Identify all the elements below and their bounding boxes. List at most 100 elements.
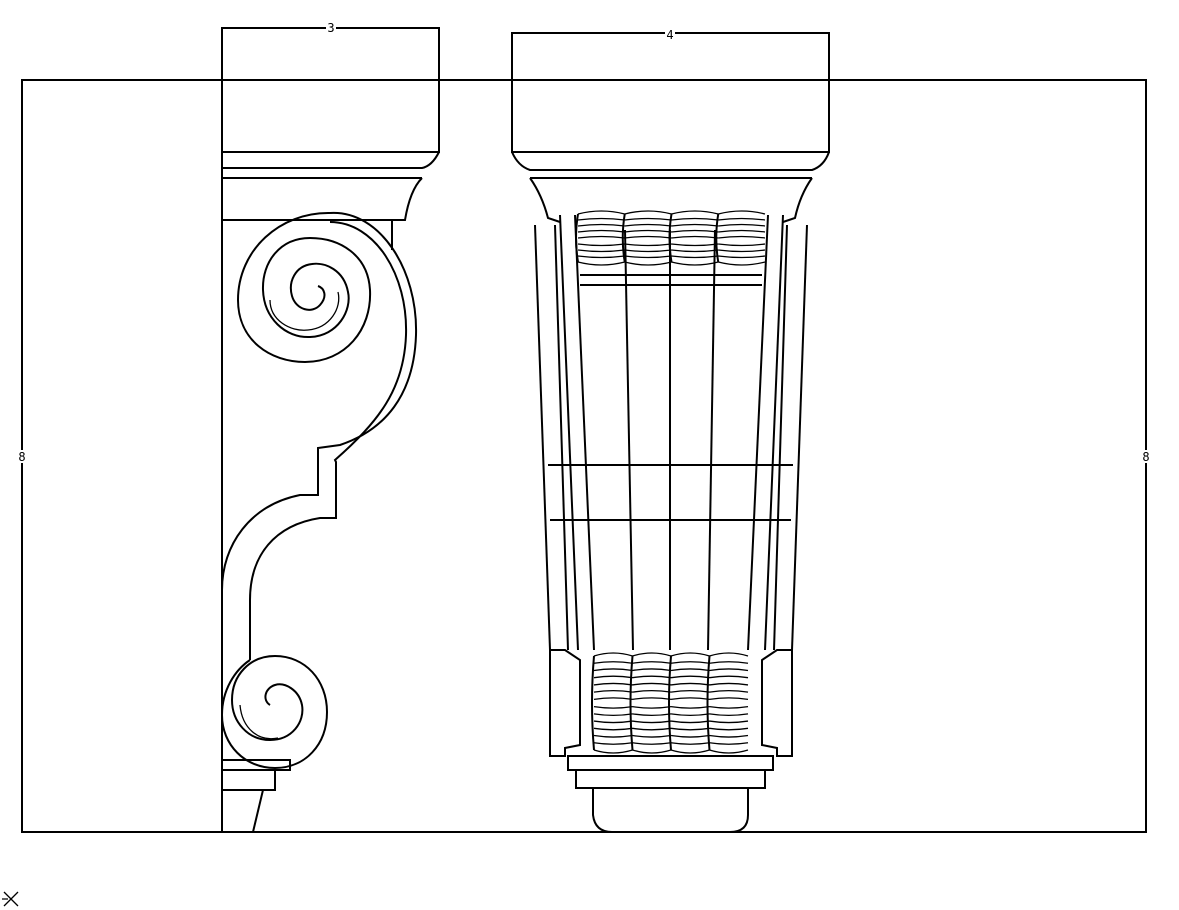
bead-line [718,223,766,227]
bead-line [671,229,719,233]
bead-line [709,727,749,731]
bead-line [624,229,672,233]
bead-line [593,697,633,701]
bead-line [670,682,710,686]
bead-line [624,235,672,239]
bead-line [624,223,672,227]
bead-line [632,720,672,724]
bead-line [709,742,749,745]
bead-line [671,249,719,253]
top-bead-row [575,210,766,266]
bead-line [593,690,633,693]
bead-line [632,742,672,745]
dimension-label-height-right: 8 [1142,450,1149,464]
bead-line [593,713,633,716]
bead-line [670,675,710,679]
dimension-label-front-width: 4 [666,28,673,42]
bead-line [624,255,672,259]
bead-line [709,675,749,679]
bead-line [632,690,672,693]
bead-line [718,261,766,266]
bead-line [709,713,749,716]
side-profile-view [220,27,440,833]
bead-edge [591,655,595,751]
bead-edge [629,655,634,751]
bead-line [577,223,625,227]
bead-line [632,727,672,731]
bead-line [632,682,672,686]
dimension-label-side-width: 3 [327,21,334,35]
dimension-label-height-left: 8 [18,450,25,464]
bead-line [670,749,710,754]
bounding-frame [21,79,1147,833]
bead-line [577,229,625,233]
bead-line [593,668,633,672]
bead-line [577,255,625,259]
bead-line [718,217,766,221]
bead-line [577,261,625,266]
bead-line [670,690,710,693]
bead-line [632,705,672,709]
bead-edge [668,213,673,263]
bead-line [593,652,633,657]
bead-line [593,675,633,679]
bead-line [709,705,749,709]
bead-line [577,217,625,221]
bead-line [632,675,672,679]
bead-line [632,734,672,738]
bead-line [670,742,710,745]
bead-line [709,697,749,701]
bead-line [577,243,625,247]
bead-line [632,668,672,672]
bead-line [718,249,766,253]
bead-edge [575,213,579,263]
bead-line [670,713,710,716]
bead-line [709,661,749,664]
bead-line [593,742,633,745]
bead-line [671,255,719,259]
bead-line [577,235,625,239]
bead-edge [715,213,720,263]
bead-line [632,697,672,701]
bead-line [593,661,633,664]
bead-line [709,720,749,724]
front-view [511,32,830,833]
bead-line [671,243,719,247]
bead-line [709,652,749,657]
bead-line [632,652,672,657]
bead-line [718,243,766,247]
bead-edge [668,655,672,751]
bead-line [593,720,633,724]
bead-line [624,249,672,253]
bead-line [671,261,719,266]
bead-line [593,734,633,738]
bead-line [709,668,749,672]
bead-line [624,210,672,215]
bead-line [718,255,766,259]
bead-line [593,749,633,754]
bead-line [632,713,672,716]
bead-line [671,235,719,239]
bead-line [632,749,672,754]
dimension-labels: 3 4 8 8 [17,21,1151,464]
bead-line [624,261,672,266]
bead-line [670,697,710,701]
bead-line [709,734,749,738]
bead-line [671,223,719,227]
bead-edge [706,655,711,751]
bead-line [670,727,710,731]
bead-line [718,210,766,215]
bead-line [670,668,710,672]
bead-line [632,661,672,664]
bead-line [718,229,766,233]
bead-line [593,682,633,686]
bead-line [718,235,766,239]
bead-line [670,652,710,657]
bottom-bead-row [591,652,749,754]
bead-line [577,249,625,253]
bead-line [671,210,719,215]
bead-line [593,705,633,709]
bead-line [670,661,710,664]
bead-line [593,727,633,731]
